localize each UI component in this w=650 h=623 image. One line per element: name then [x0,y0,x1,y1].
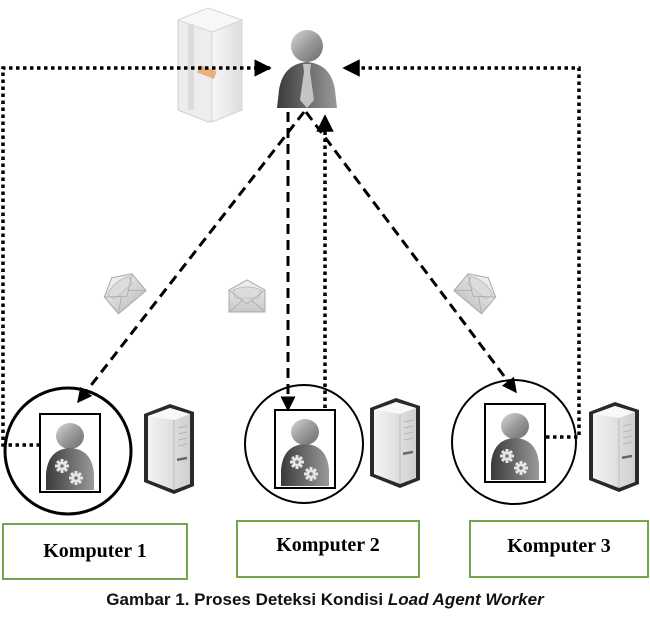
figure-caption: Gambar 1. Proses Deteksi Kondisi Load Ag… [0,590,650,610]
komputer-3-label-text: Komputer 3 [507,535,611,557]
komputer-1-label: Komputer 1 [2,523,188,580]
komputer-2-label-text: Komputer 2 [276,534,380,556]
pc-tower-icon-2 [369,397,421,489]
report-arrow-komputer-3 [342,59,581,439]
master-server-icon [176,7,244,123]
komputer-1-label-text: Komputer 1 [43,540,147,562]
dispatch-arrow-komputer-1 [76,111,306,404]
caption-prefix: Gambar 1. Proses Deteksi Kondisi [106,590,388,609]
caption-italic: Load Agent Worker [387,590,544,609]
worker-agent-icon-2 [275,410,335,488]
worker-agent-icon-3 [485,404,545,482]
report-arrow-komputer-1 [1,59,272,447]
message-envelope-icon-1 [97,265,147,315]
komputer-2-label: Komputer 2 [236,520,420,578]
dispatch-arrow-komputer-3 [304,111,518,394]
komputer-3-label: Komputer 3 [469,520,649,578]
pc-tower-icon-3 [588,401,640,493]
master-agent-icon [277,30,337,108]
message-envelope-icon-2 [228,279,266,313]
message-envelope-icon-3 [453,265,503,315]
komputer-1-boundary [3,386,133,516]
komputer-2-boundary [244,384,364,504]
worker-agent-icon-1 [40,414,100,492]
pc-tower-icon-1 [143,403,195,495]
diagram-canvas [1,7,640,516]
